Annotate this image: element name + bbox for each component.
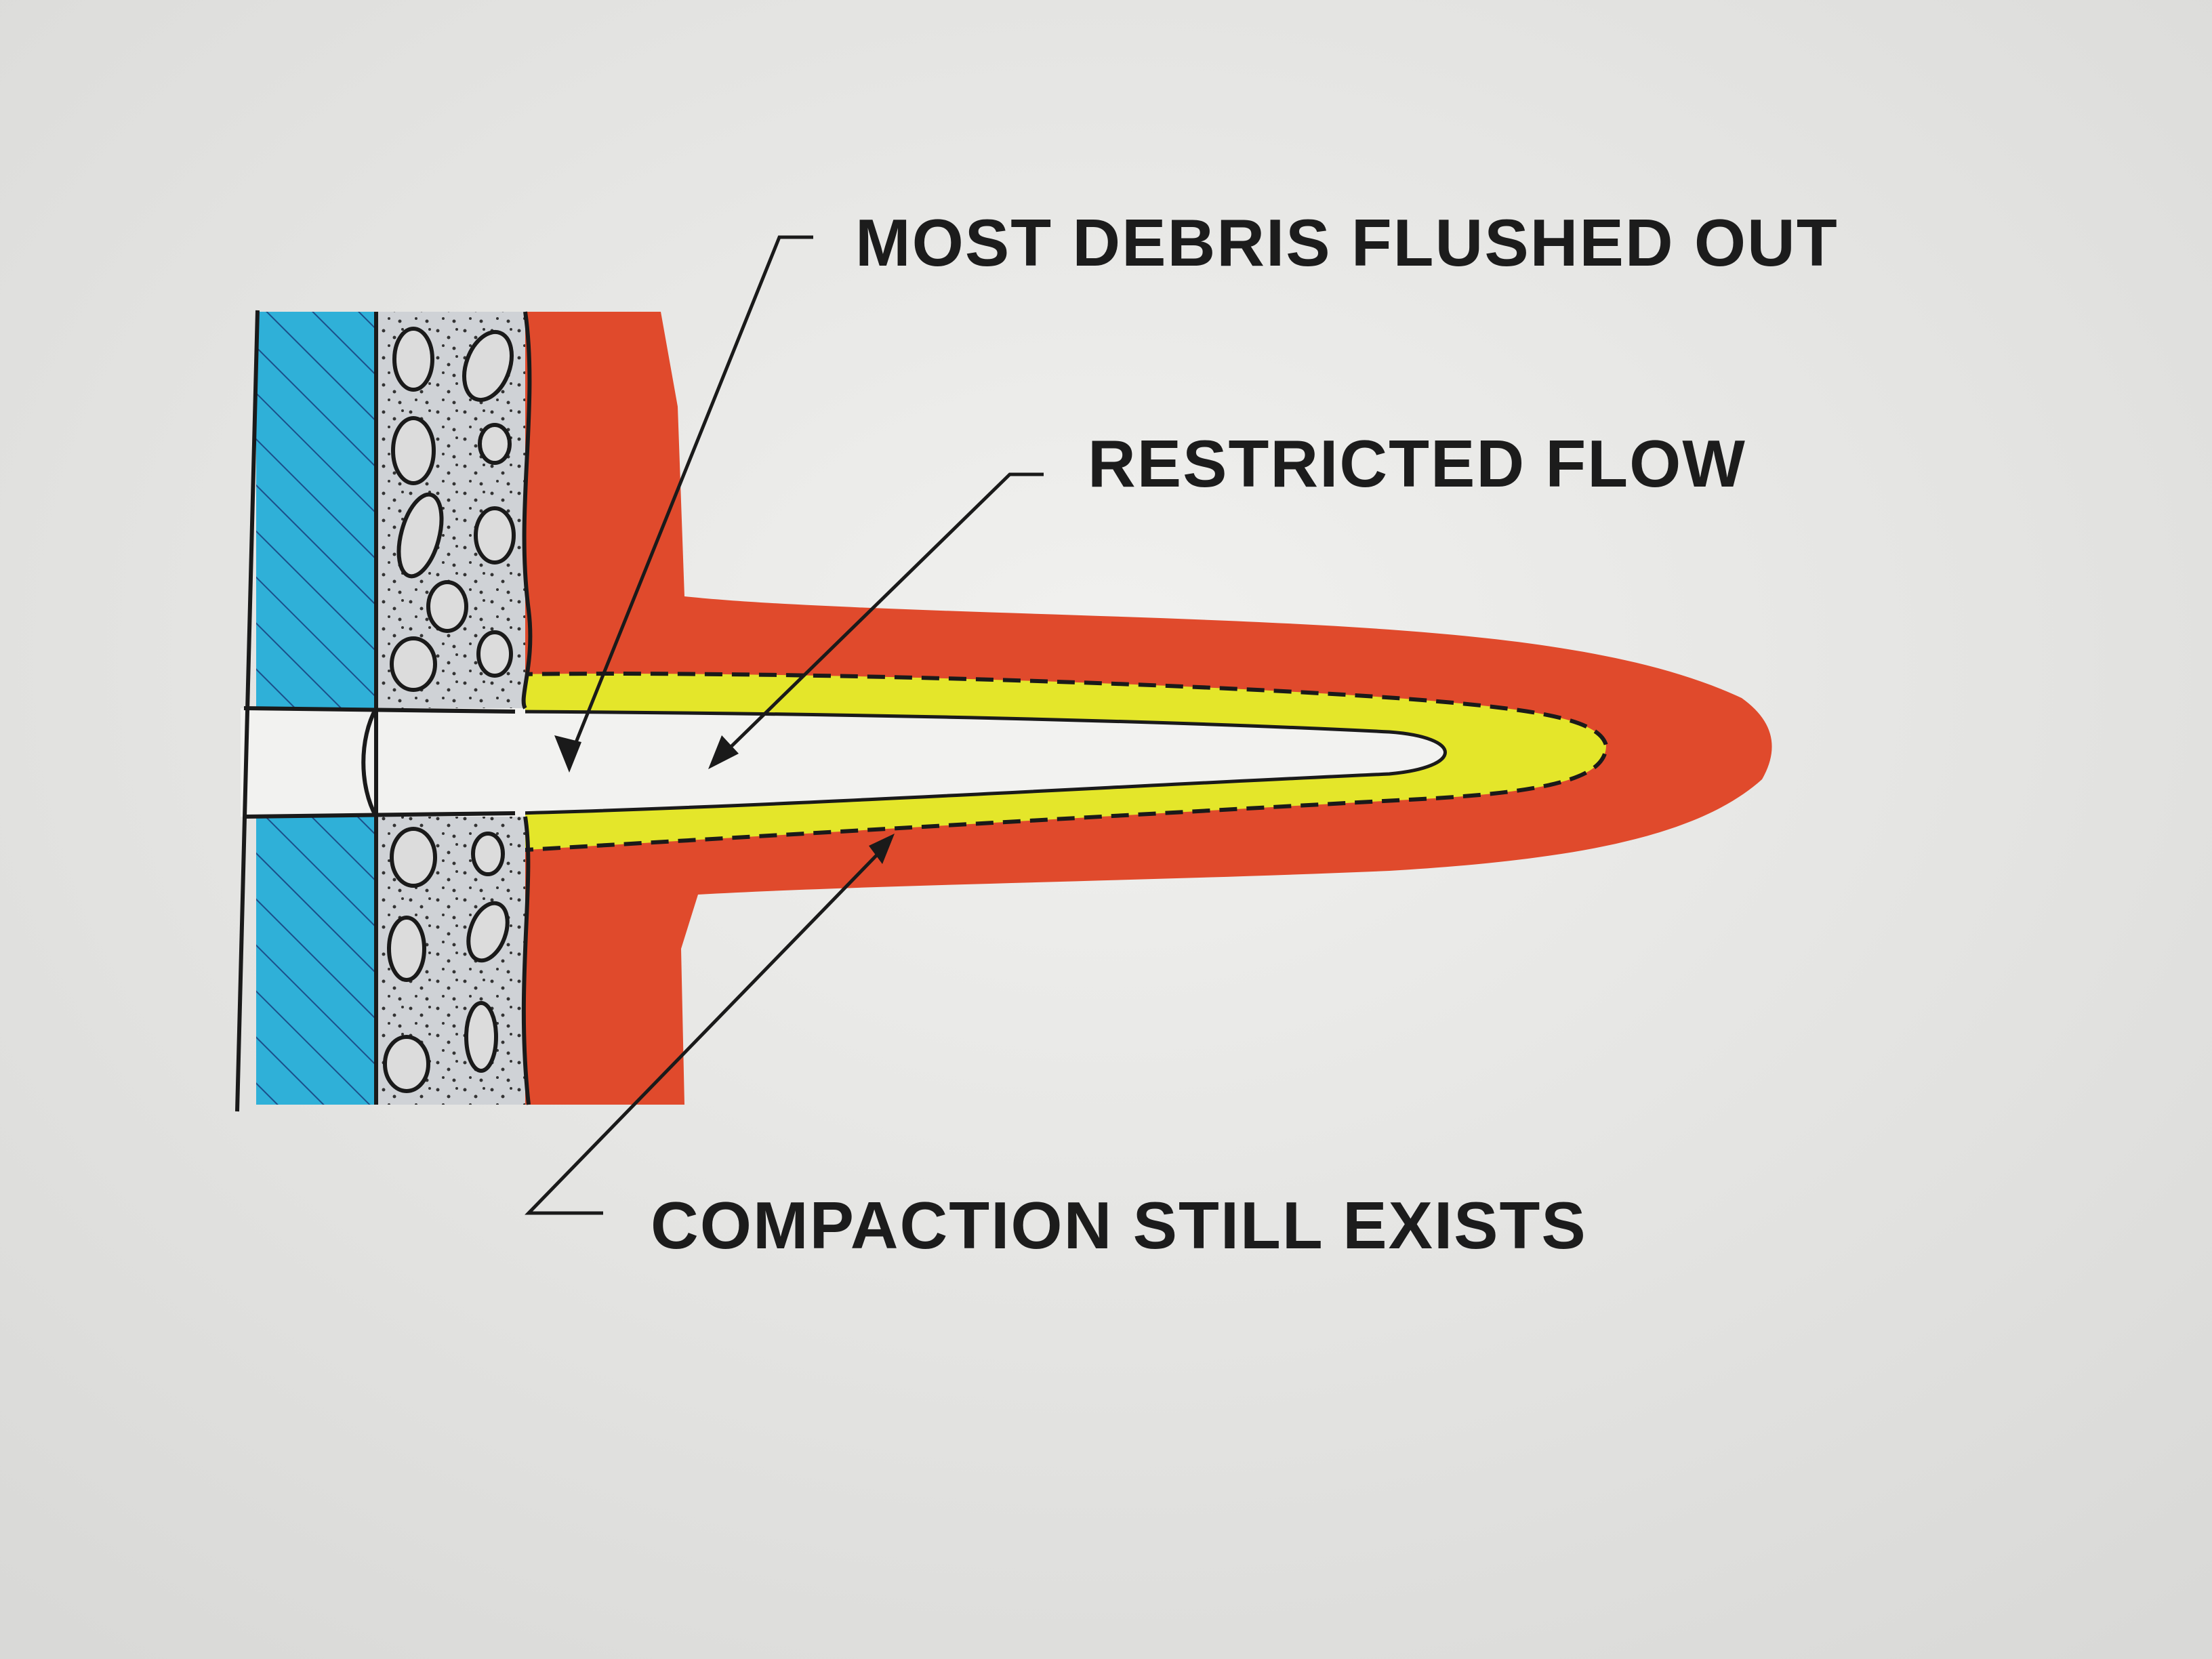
compaction-arrowhead [869,834,895,864]
debris-label: MOST DEBRIS FLUSHED OUT [855,205,1839,280]
cement-aggregate [383,327,516,1093]
compaction-label: COMPACTION STILL EXISTS [651,1188,1587,1263]
casing-upper-hatch [256,312,376,708]
perforation-entry [241,708,525,817]
perforation-tunnel [513,710,1447,815]
arrowheads [554,735,895,864]
leader-lines [525,235,1044,1215]
structure-lines [235,310,533,1112]
casing-lower-hatch [256,817,376,1105]
debris-arrowhead [554,735,581,773]
restricted-arrowhead [708,735,739,769]
restricted-flow-label: RESTRICTED FLOW [1088,426,1746,501]
